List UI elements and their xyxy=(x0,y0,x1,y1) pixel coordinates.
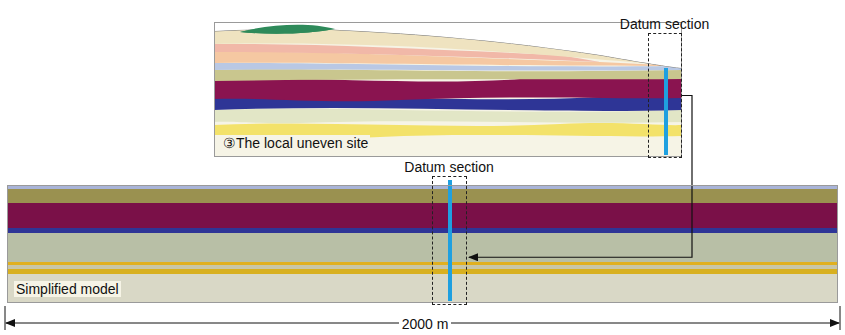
panel-title: ③The local uneven site xyxy=(221,135,370,151)
section-label: Datum section xyxy=(404,159,493,175)
datum-box: Datum section xyxy=(648,33,682,158)
model-panel: Simplified modelDatum section xyxy=(7,185,838,303)
connector-arrow xyxy=(469,96,692,258)
dimension-label: 2000 m xyxy=(399,316,452,332)
section-label: Datum section xyxy=(620,16,709,32)
datum-box: Datum section xyxy=(432,176,467,305)
site-panel: ③The local uneven site Datum section xyxy=(214,22,682,157)
panel-title: Simplified model xyxy=(14,281,121,297)
